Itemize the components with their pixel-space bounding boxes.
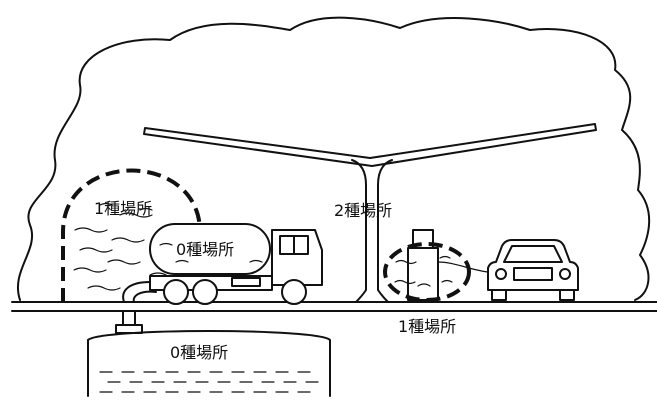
- vapor-hatching-tank: [159, 242, 263, 263]
- car-wheel-left: [491, 289, 507, 301]
- label-zone-2-canopy: 2種場所: [334, 201, 392, 220]
- car: [487, 239, 579, 301]
- tank-liquid-dashes: [99, 371, 319, 393]
- truck-wheel-3: [281, 279, 307, 305]
- tanker-tank: [149, 223, 271, 275]
- car-windshield: [503, 245, 563, 263]
- truck-wheel-2: [192, 279, 218, 305]
- car-body: [487, 239, 579, 291]
- label-zone-1-dome: 1種場所: [94, 199, 152, 218]
- fuel-dispenser-body: [407, 247, 439, 301]
- canopy-column: [351, 159, 393, 303]
- canopy-roof: [143, 123, 597, 167]
- zone-1-dome-dashed: [61, 168, 202, 302]
- car-headlight-right: [559, 268, 571, 280]
- vapor-hatching-dispenser: [394, 255, 453, 287]
- car-grille: [513, 267, 553, 281]
- car-headlight-left: [495, 268, 507, 280]
- fill-inlet-pipe: [122, 310, 136, 326]
- underground-tank: [87, 330, 331, 397]
- vapor-hatching-dome: [73, 202, 183, 291]
- label-zone-0-tanker: 0種場所: [176, 240, 234, 259]
- dispenser-hose: [437, 261, 489, 273]
- fill-hose: [122, 281, 157, 303]
- tanker-truck: [149, 223, 323, 305]
- label-zone-0-underground-tank: 0種場所: [170, 343, 228, 362]
- zone-2-cloud-outline: [17, 16, 651, 301]
- truck-side-box: [231, 277, 261, 287]
- car-wheel-right: [559, 289, 575, 301]
- label-zone-1-below-ground: 1種場所: [398, 317, 456, 336]
- zone-1-dispenser-dashed: [383, 242, 471, 302]
- truck-wheel-1: [163, 279, 189, 305]
